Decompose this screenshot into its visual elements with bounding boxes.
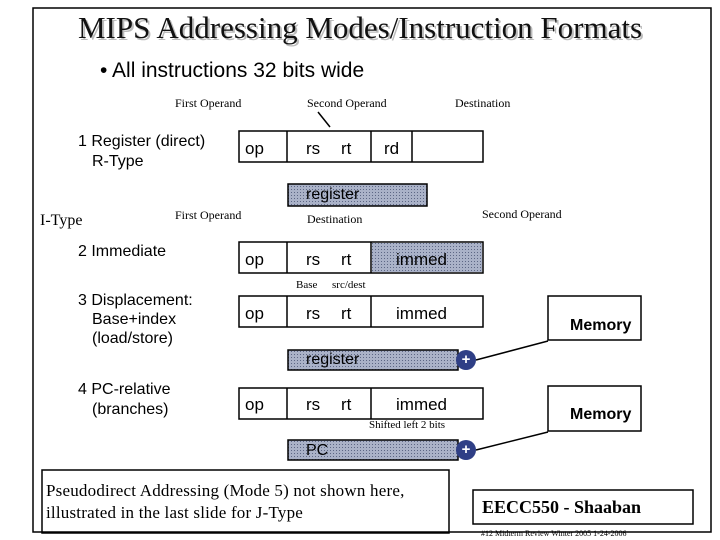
pc-field-rt: rt [341, 395, 352, 414]
adder-circle-displacement [456, 350, 476, 370]
slide-frame [32, 7, 712, 533]
mode-displacement-line3: (load/store) [92, 330, 173, 347]
adder-circle-pc-relative [456, 440, 476, 460]
mode-immediate: 2 Immediate [78, 243, 167, 260]
displacement-instruction-box [238, 295, 484, 328]
field-rs: rs [306, 139, 321, 158]
pc-field-immed: immed [396, 395, 448, 414]
course-badge: EECC550 - Shaaban [482, 497, 642, 517]
second-operand-arrow [317, 111, 331, 128]
footer-note: Pseudodirect Addressing (Mode 5) not sho… [46, 481, 405, 522]
pc-relative-instruction-box [238, 387, 484, 420]
badge-box [472, 489, 694, 525]
plus-icon-displacement: + [461, 351, 471, 368]
label-destination: Destination [455, 96, 511, 110]
disp-field-rt: rt [341, 304, 352, 323]
shifted-left-label: Shifted left 2 bits [369, 419, 446, 431]
memory-label-pc-relative: Memory [570, 406, 632, 423]
itype-label: I-Type [40, 212, 83, 229]
label-first-operand: First Operand [175, 96, 242, 110]
memory-box-pc-relative [547, 385, 642, 432]
label-second-operand: Second Operand [307, 96, 387, 110]
footer-meta: #12 Midterm Review Winter 2005 1-24-2006 [481, 529, 627, 538]
register-file-box [287, 183, 428, 207]
plus-icon-pc-relative: + [461, 441, 471, 458]
itype-destination: Destination [307, 212, 363, 226]
field-op: op [245, 139, 264, 158]
rtype-label: R-Type [92, 153, 144, 170]
register-label: register [306, 186, 360, 203]
label-src-dest: src/dest [332, 279, 366, 291]
disp-register-label: register [306, 351, 360, 368]
label-base: Base [296, 279, 318, 291]
imm-field-rs: rs [306, 250, 321, 269]
field-rt: rt [341, 139, 352, 158]
pc-field-op: op [245, 395, 264, 414]
disp-field-rs: rs [306, 304, 321, 323]
imm-field-op: op [245, 250, 264, 269]
bullet-text: • All instructions 32 bits wide [100, 59, 365, 82]
immediate-instruction-box [238, 241, 484, 274]
mode-register-direct: 1 Register (direct) [78, 133, 206, 150]
pc-label: PC [306, 442, 329, 459]
disp-field-op: op [245, 304, 264, 323]
mode-displacement: 3 Displacement: [78, 292, 193, 309]
imm-field-immed: immed [396, 250, 448, 269]
itype-first-operand: First Operand [175, 208, 242, 222]
mode-displacement-line2: Base+index [92, 311, 177, 328]
footer-note-box [41, 469, 450, 534]
disp-field-immed: immed [396, 304, 448, 323]
displacement-memory-arrow [475, 340, 549, 361]
pc-field-rs: rs [306, 395, 321, 414]
field-rd: rd [384, 139, 400, 158]
slide-title: MIPS Addressing Modes/Instruction Format… [77, 10, 643, 45]
itype-second-operand: Second Operand [482, 207, 562, 221]
mode-pc-relative-line2: (branches) [92, 401, 169, 418]
memory-box-displacement [547, 295, 642, 341]
rtype-instruction-box [238, 130, 484, 163]
mode-pc-relative: 4 PC-relative [78, 381, 171, 398]
memory-label-displacement: Memory [570, 317, 632, 334]
imm-field-rt: rt [341, 250, 352, 269]
pc-memory-arrow [475, 431, 549, 451]
